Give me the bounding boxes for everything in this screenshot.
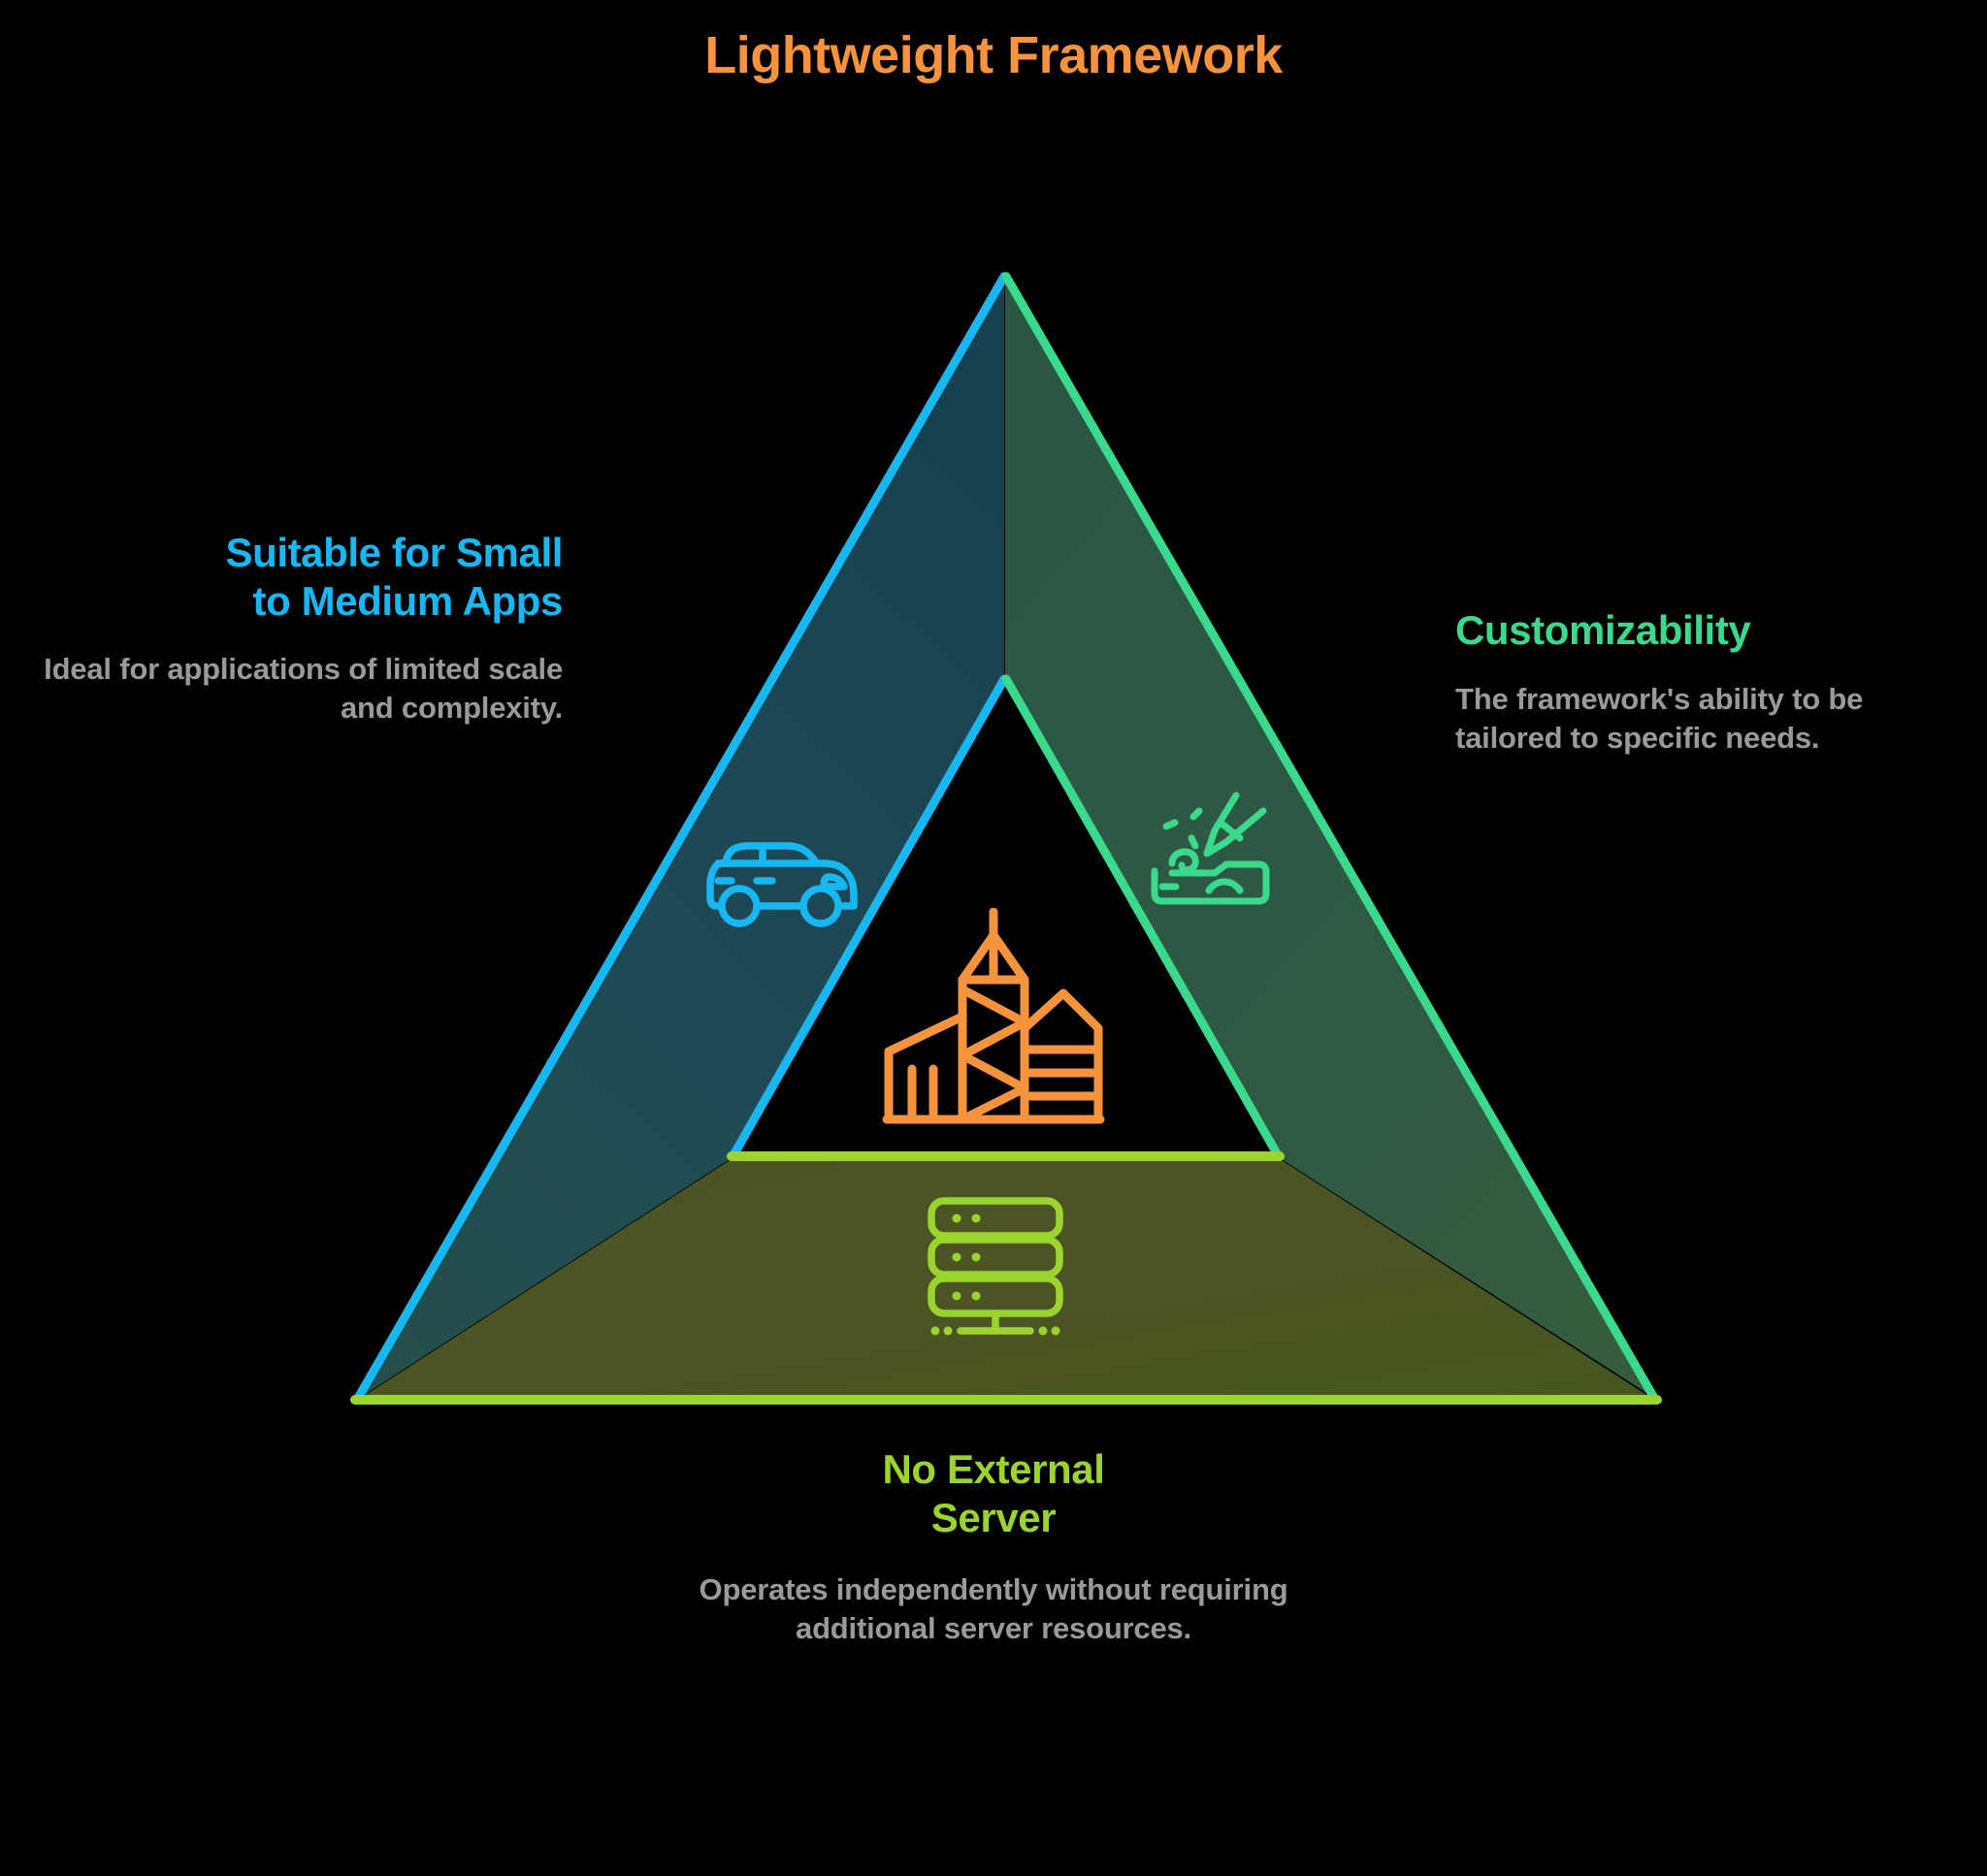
node-bottom-heading: No External Server [683,1445,1304,1541]
triangle-face-left [358,276,1004,1399]
node-left-heading-line-1: Suitable for Small [225,530,563,575]
triangle-edge-right-outer [1001,272,1660,1405]
node-bottom-description: Operates independently without requiring… [699,1572,1288,1646]
node-bottom: No External Server Operates independentl… [683,1445,1304,1649]
engraving-tool-icon [1151,782,1277,913]
node-left-heading: Suitable for Small to Medium Apps [19,529,563,625]
triangle-edge-left-outer [352,272,1009,1405]
node-left-heading-line-2: to Medium Apps [252,577,564,624]
node-left-description: Ideal for applications of limited scale … [44,652,563,726]
triangle-face-right [1005,276,1654,1398]
server-stack-icon [918,1185,1073,1345]
node-right-heading: Customizability [1455,607,1751,653]
node-left: Suitable for Small to Medium Apps Ideal … [19,529,563,728]
car-icon [706,823,862,934]
node-right-description: The framework's ability to be tailored t… [1455,681,1864,755]
node-right: Customizability The framework's ability … [1455,606,1960,758]
page-title: Lightweight Framework [704,26,1283,84]
city-buildings-icon [873,907,1114,1140]
node-bottom-heading-line-1: No External [882,1446,1105,1492]
node-bottom-heading-line-2: Server [930,1494,1057,1540]
